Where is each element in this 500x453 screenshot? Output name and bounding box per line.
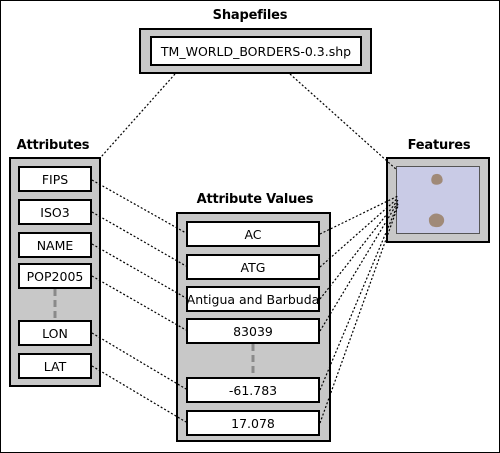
value-lat: 17.078 [186, 410, 320, 436]
shapefile-name: TM_WORLD_BORDERS-0.3.shp [150, 36, 362, 66]
features-heading: Features [407, 138, 471, 153]
attribute-values-heading: Attribute Values [196, 192, 314, 207]
value-fips: AC [186, 221, 320, 247]
barbuda-island-shape [431, 173, 443, 185]
attribute-name: NAME [18, 232, 92, 258]
attribute-lon: LON [18, 320, 92, 346]
attribute-iso3: ISO3 [18, 199, 92, 225]
shapefiles-heading: Shapefiles [212, 8, 288, 23]
value-pop2005: 83039 [186, 318, 320, 344]
attribute-fips: FIPS [18, 166, 92, 192]
feature-map [396, 166, 480, 234]
attributes-heading: Attributes [16, 138, 90, 153]
island-shapes [428, 173, 445, 228]
value-lon: -61.783 [186, 377, 320, 403]
attribute-lat: LAT [18, 353, 92, 379]
value-name: Antigua and Barbuda [186, 286, 320, 312]
antigua-island-shape [428, 213, 445, 228]
value-iso3: ATG [186, 254, 320, 280]
attribute-pop2005: POP2005 [18, 263, 92, 289]
